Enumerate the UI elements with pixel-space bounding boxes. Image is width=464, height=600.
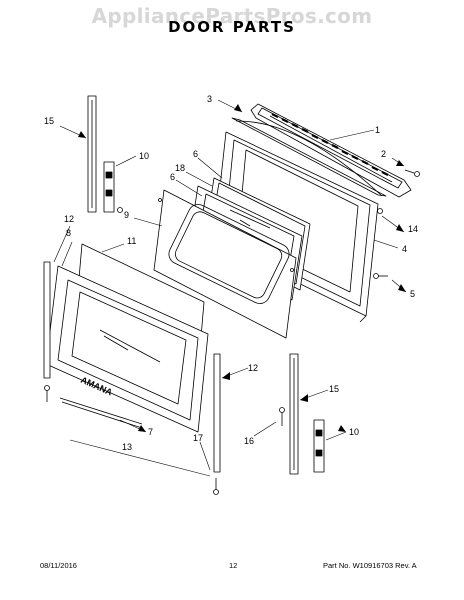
callout-15: 15 <box>329 384 339 394</box>
callout-labels: 3 1 2 15 10 6 18 6 14 9 4 12 8 11 5 12 1… <box>44 94 418 452</box>
callout-1: 1 <box>375 125 380 135</box>
callout-6: 6 <box>170 172 175 182</box>
callout-3: 3 <box>207 94 212 104</box>
part-15-hinge-channel-left <box>87 95 97 213</box>
callout-7: 7 <box>148 427 153 437</box>
callout-5: 5 <box>410 289 415 299</box>
part-12-bottom-screw <box>44 385 50 402</box>
part-12-side-trim-left <box>43 261 51 379</box>
part-17-screw <box>213 478 219 495</box>
part-9-window-frame <box>153 189 297 339</box>
part-7-handle <box>59 397 143 429</box>
callout-2: 2 <box>381 149 386 159</box>
callout-13: 13 <box>122 442 132 452</box>
callout-15: 15 <box>44 116 54 126</box>
leader-arrowheads <box>78 104 406 432</box>
watermark: AppliancePartsPros.com <box>91 4 373 28</box>
part-12-side-trim-right <box>213 353 221 473</box>
callout-10: 10 <box>349 427 359 437</box>
callout-16: 16 <box>244 436 254 446</box>
callout-8: 8 <box>66 228 71 238</box>
part-3-top-channel <box>231 117 387 197</box>
part-1-vent-trim <box>250 103 412 198</box>
callout-9: 9 <box>124 210 129 220</box>
part-2-screw <box>404 169 420 177</box>
callout-10: 10 <box>139 151 149 161</box>
callout-12: 12 <box>64 214 74 224</box>
footer-part-number: Part No. W10916703 Rev. A <box>323 561 417 570</box>
part-15-hinge-channel-right <box>289 353 299 475</box>
part-10-hinge-left <box>103 161 123 213</box>
part-16-screw <box>279 407 285 426</box>
callout-14: 14 <box>408 224 418 234</box>
part-5-screw <box>373 273 388 279</box>
page-title: DOOR PARTS <box>168 18 296 36</box>
callout-17: 17 <box>193 433 203 443</box>
footer-date: 08/11/2016 <box>40 561 77 570</box>
footer-page-number: 12 <box>229 561 238 570</box>
callout-11: 11 <box>127 236 136 246</box>
callout-4: 4 <box>402 244 407 254</box>
callout-6: 6 <box>193 149 198 159</box>
part-10-hinge-right <box>313 419 325 473</box>
callout-12: 12 <box>248 363 258 373</box>
callout-18: 18 <box>175 163 185 173</box>
